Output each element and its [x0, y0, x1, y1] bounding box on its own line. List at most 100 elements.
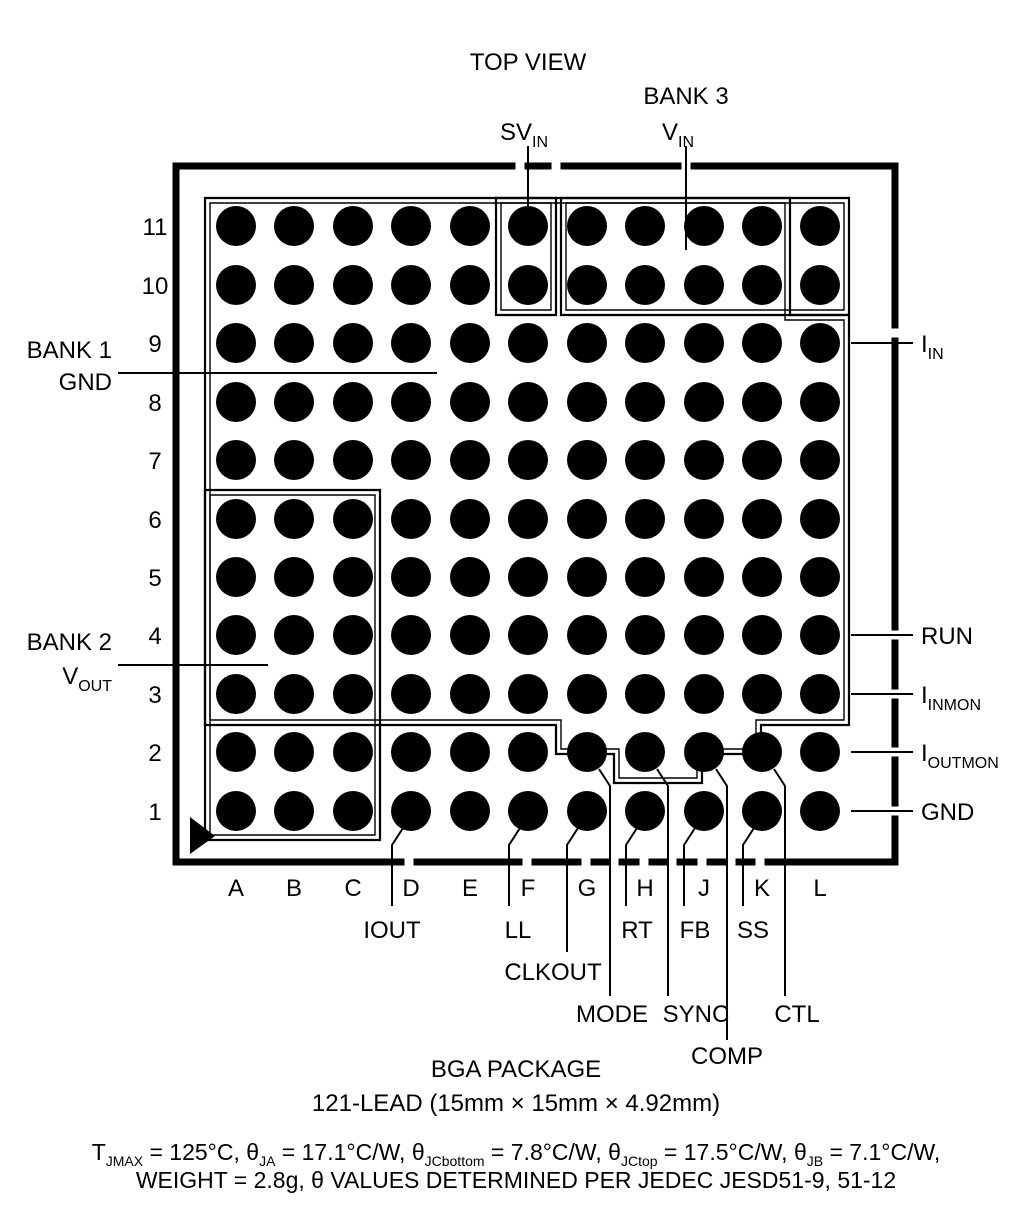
ball-B8: [274, 382, 314, 422]
ball-G7: [567, 440, 607, 480]
pin-label-comp: COMP: [691, 1043, 763, 1070]
ball-C7: [333, 440, 373, 480]
ball-E5: [450, 557, 490, 597]
ball-C10: [333, 265, 373, 305]
ball-G9: [567, 323, 607, 363]
row-label-6: 6: [148, 507, 161, 534]
package-name: BGA PACKAGE: [431, 1056, 601, 1083]
ball-F4: [508, 615, 548, 655]
ball-J3: [684, 674, 724, 714]
row-label-7: 7: [148, 448, 161, 475]
ball-D3: [391, 674, 431, 714]
ball-E9: [450, 323, 490, 363]
ball-G3: [567, 674, 607, 714]
ball-H2: [625, 732, 665, 772]
row-label-5: 5: [148, 565, 161, 592]
row-label-8: 8: [148, 390, 161, 417]
ball-C8: [333, 382, 373, 422]
ball-F9: [508, 323, 548, 363]
ball-K10: [742, 265, 782, 305]
pin-label-run: RUN: [921, 623, 973, 650]
ball-K9: [742, 323, 782, 363]
pin-label-clkout: CLKOUT: [504, 959, 602, 986]
pin-label-gnd: GND: [921, 799, 974, 826]
ball-L8: [800, 382, 840, 422]
row-label-3: 3: [148, 682, 161, 709]
pin-label-iout: IOUT: [363, 917, 421, 944]
ball-D5: [391, 557, 431, 597]
pin-label-sync: SYNC: [663, 1001, 730, 1028]
bottom-pin-labels: IOUT LL RT FB SS CLKOUT MODE SYNC CTL CO…: [363, 917, 819, 1070]
leader-sync: [656, 768, 669, 996]
ball-J6: [684, 499, 724, 539]
ball-C3: [333, 674, 373, 714]
leader-iout: [391, 827, 404, 906]
svin-region: [494, 196, 558, 317]
bank3-name: BANK 3: [643, 83, 728, 110]
ball-H1: [625, 791, 665, 831]
top-label-svin: SVIN: [500, 119, 548, 151]
ball-G10: [567, 265, 607, 305]
col-label-E: E: [462, 875, 478, 902]
ball-D6: [391, 499, 431, 539]
ball-A3: [216, 674, 256, 714]
ball-B11: [274, 206, 314, 246]
ball-A10: [216, 265, 256, 305]
ball-E7: [450, 440, 490, 480]
ball-D7: [391, 440, 431, 480]
ball-C4: [333, 615, 373, 655]
leader-comp: [715, 768, 728, 1040]
pin-label-fb: FB: [680, 917, 711, 944]
ball-A9: [216, 323, 256, 363]
ball-K2: [742, 732, 782, 772]
bank1-signal: GND: [59, 369, 112, 396]
ball-H9: [625, 323, 665, 363]
ball-H3: [625, 674, 665, 714]
row-label-11: 11: [143, 214, 168, 241]
ball-H7: [625, 440, 665, 480]
ball-B9: [274, 323, 314, 363]
col-label-C: C: [344, 875, 361, 902]
ball-L2: [800, 732, 840, 772]
ball-L7: [800, 440, 840, 480]
ball-G11: [567, 206, 607, 246]
ball-K7: [742, 440, 782, 480]
ball-F10: [508, 265, 548, 305]
ball-K3: [742, 674, 782, 714]
leader-mode: [598, 768, 611, 996]
pin-label-mode: MODE: [576, 1001, 648, 1028]
ball-J4: [684, 615, 724, 655]
ball-L5: [800, 557, 840, 597]
ball-G1: [567, 791, 607, 831]
ball-J2: [684, 732, 724, 772]
col-label-K: K: [754, 875, 770, 902]
leader-ss: [742, 827, 755, 906]
ball-H5: [625, 557, 665, 597]
ball-D2: [391, 732, 431, 772]
ball-L6: [800, 499, 840, 539]
ball-A8: [216, 382, 256, 422]
svin-label: SVIN: [500, 119, 548, 151]
ball-J11: [684, 206, 724, 246]
ball-F7: [508, 440, 548, 480]
ball-L10: [800, 265, 840, 305]
ball-C5: [333, 557, 373, 597]
ball-E6: [450, 499, 490, 539]
ball-L11: [800, 206, 840, 246]
ball-E3: [450, 674, 490, 714]
leader-ctl: [773, 768, 786, 996]
ball-H10: [625, 265, 665, 305]
ball-K4: [742, 615, 782, 655]
ball-A4: [216, 615, 256, 655]
ball-D11: [391, 206, 431, 246]
leader-fb: [683, 827, 696, 906]
ball-D4: [391, 615, 431, 655]
left-label-bank2: BANK 2 VOUT: [27, 629, 113, 695]
package-outline: [172, 162, 899, 866]
ball-G2: [567, 732, 607, 772]
row-label-2: 2: [148, 740, 161, 767]
ball-E8: [450, 382, 490, 422]
ball-D9: [391, 323, 431, 363]
ball-A2: [216, 732, 256, 772]
